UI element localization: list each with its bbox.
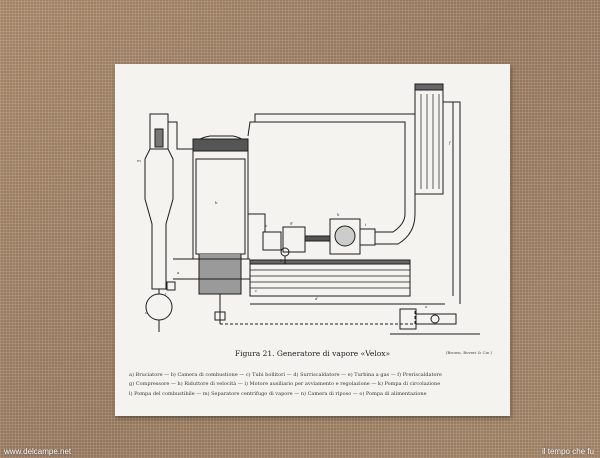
chamber-base: [198, 254, 242, 295]
label-f: f: [448, 140, 452, 145]
figure-caption: Figura 21. Generatore di vapore «Velox»: [234, 349, 391, 358]
boiler-diagram: m a b c d e f g h i k l n o: [137, 83, 480, 335]
label-e: e: [265, 223, 268, 228]
feed-pump-motor: [399, 308, 417, 330]
superheater: [249, 263, 411, 297]
label-g: g: [290, 220, 293, 225]
legend-row: g) Compressore — h) Riduttore di velocit…: [129, 381, 441, 388]
figure-credit: (Brown, Boveri & Cie.): [445, 350, 492, 355]
print-sheet: m a b c d e f g h i k l n o Figura 21. G…: [115, 64, 510, 416]
label-h: h: [337, 212, 340, 217]
label-m: m: [137, 158, 141, 163]
separator-top: [149, 113, 169, 150]
feed-pump: [415, 313, 457, 325]
combustion-chamber-inner: [195, 158, 246, 255]
gas-turbine: [262, 231, 282, 251]
label-c: c: [255, 288, 258, 293]
chamber-cap: [192, 138, 249, 152]
exhaust-pipe: [247, 121, 406, 204]
label-a: a: [177, 270, 180, 275]
rest-chamber: [145, 293, 173, 321]
fuel-pump: [166, 281, 176, 291]
figure-legend: a) Bruciatore — b) Camera di combustione…: [129, 371, 499, 399]
watermark-right: il tempo che fu: [541, 447, 594, 456]
label-o: o: [425, 304, 428, 309]
legend-row: l) Pompa del combustibile — m) Separator…: [129, 390, 427, 397]
watermark-left: www.delcampe.net: [4, 447, 72, 456]
separator-core: [154, 128, 164, 148]
label-d: d: [315, 296, 318, 301]
label-i: i: [365, 222, 367, 227]
label-b: b: [215, 200, 218, 205]
separator-body: [144, 148, 174, 290]
label-k: k: [280, 258, 283, 263]
label-l: l: [165, 292, 167, 297]
label-n: n: [145, 310, 148, 315]
combustion-chamber: [192, 135, 249, 260]
auxiliary-motor: [359, 228, 376, 246]
legend-row: a) Bruciatore — b) Camera di combustione…: [129, 372, 442, 378]
